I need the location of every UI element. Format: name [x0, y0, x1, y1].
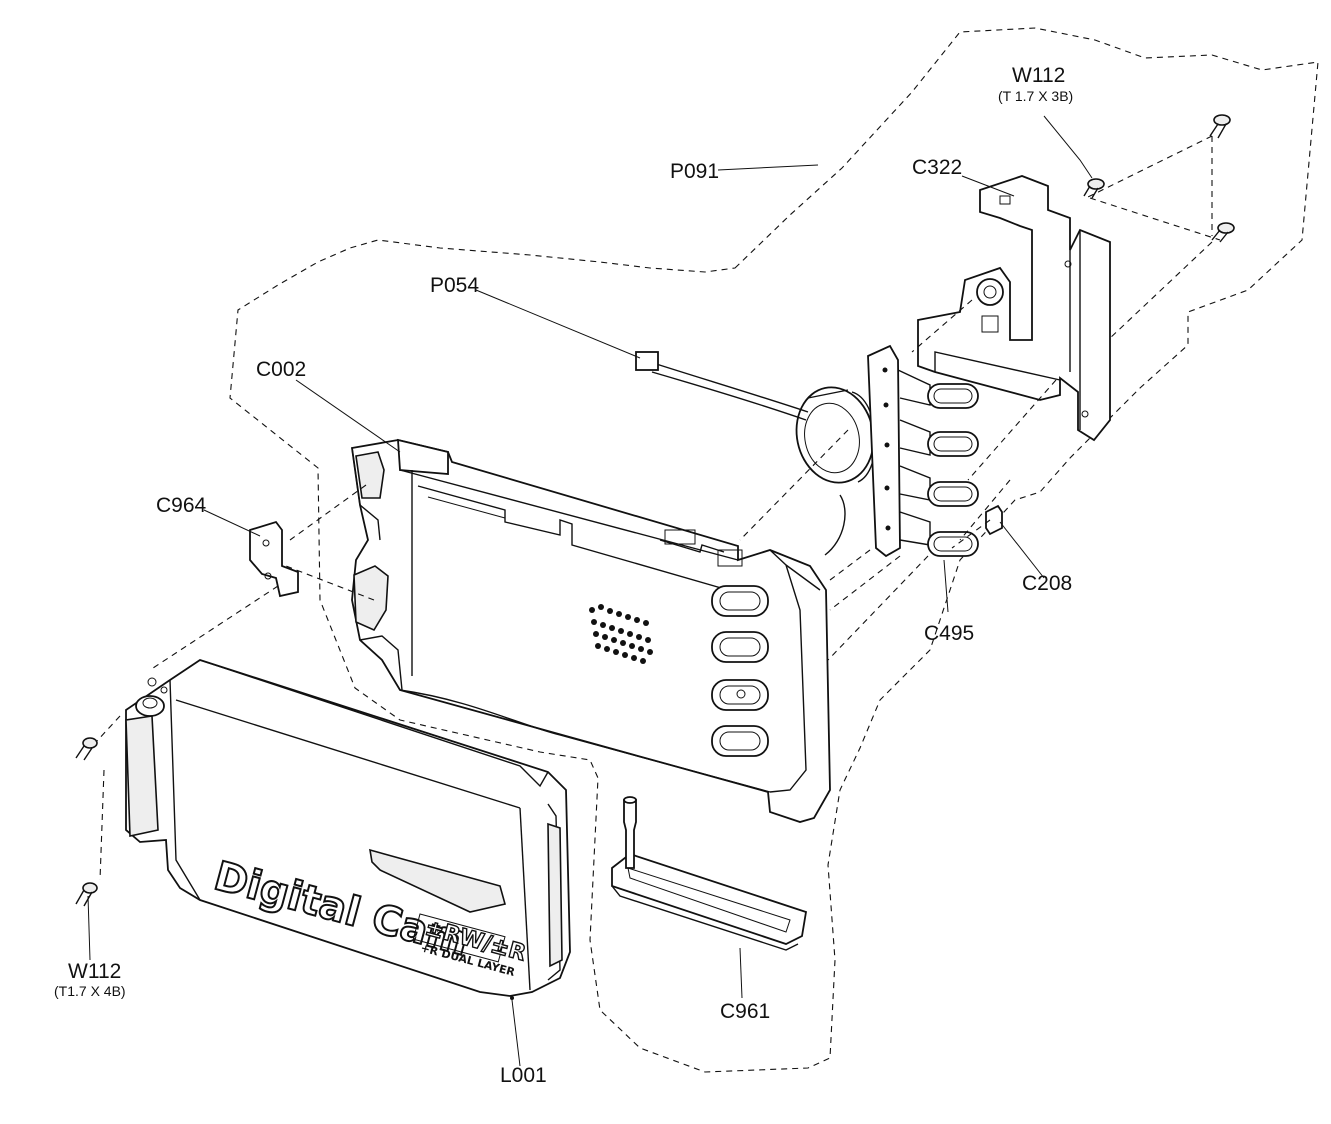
screw-top-1 [1209, 114, 1231, 139]
frame-buttons [711, 585, 769, 757]
screw-bottom-1 [75, 737, 98, 761]
assembly-guides [95, 135, 1221, 881]
label-c961: C961 [720, 1000, 770, 1023]
c208-small-part [985, 504, 1003, 536]
label-c495: C495 [924, 622, 974, 645]
screw-bottom-2 [75, 882, 98, 907]
label-p054: P054 [430, 274, 479, 297]
screw-top-2 [1083, 178, 1105, 199]
leader-lines [87, 115, 1093, 1067]
c322-bracket [917, 175, 1111, 442]
label-c002: C002 [256, 358, 306, 381]
c002-front-frame [350, 438, 831, 823]
label-c964: C964 [156, 494, 207, 517]
label-l001: L001 [500, 1064, 547, 1087]
speaker-grille [589, 604, 653, 664]
label-w112-bottom-spec: (T1.7 X 4B) [54, 983, 126, 999]
label-w112-top: W112 [1012, 64, 1065, 87]
c961-bottom-piece [611, 796, 808, 951]
c495-button-plate [867, 344, 979, 558]
label-w112-top-spec: (T 1.7 X 3B) [998, 88, 1073, 104]
label-c208: C208 [1022, 572, 1072, 595]
label-p091: P091 [670, 160, 719, 183]
assembly-outline [229, 27, 1319, 1073]
part-labels: W112 (T 1.7 X 3B) P091 C322 P054 C002 C9… [54, 64, 1073, 1087]
p054-speaker [635, 351, 877, 556]
screw-top-3 [1211, 222, 1235, 243]
label-c322: C322 [912, 156, 962, 179]
c964-bracket [249, 520, 299, 598]
label-w112-bottom: W112 [68, 960, 121, 983]
